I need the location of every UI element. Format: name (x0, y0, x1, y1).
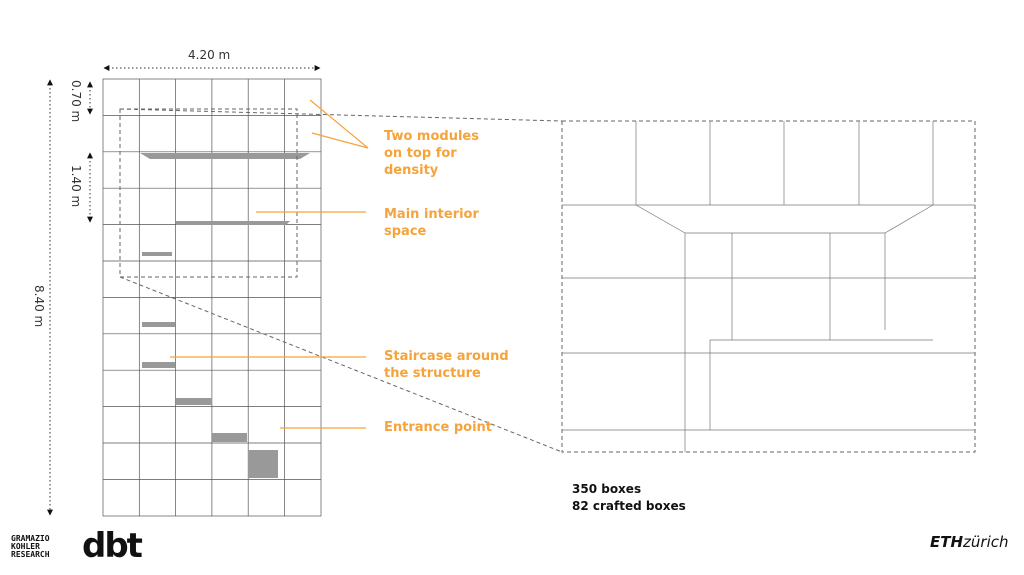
dbt-logo: dbt (82, 526, 143, 566)
height-dimension: 8.40 m (32, 285, 46, 328)
grid-line (884, 204, 934, 234)
top-module-dimension: 0.70 m (69, 80, 83, 123)
gramazio-kohler-logo: GRAMAZIO KOHLER RESEARCH (11, 534, 50, 559)
eth-rest: zürich (963, 533, 1009, 551)
shaded-treads (140, 153, 310, 478)
eth-zurich-logo: ETHzürich (930, 533, 1009, 551)
stats: 350 boxes 82 crafted boxes (572, 481, 686, 515)
zoom-region (119, 108, 976, 453)
structure-elevation (102, 78, 322, 517)
width-dimension: 4.20 m (188, 48, 231, 62)
interior-dimension: 1.40 m (69, 165, 83, 208)
dimension-lines (47, 65, 321, 516)
annotation-entrance: Entrance point (384, 420, 492, 435)
annotation-top-modules: Two modules on top for density (384, 129, 479, 178)
annotation-interior: Main interior space (384, 207, 479, 239)
box-count: 350 boxes (572, 482, 642, 496)
crafted-count: 82 crafted boxes (572, 499, 686, 513)
grid-line (635, 204, 686, 234)
zoomed-interior-view (562, 121, 975, 452)
eth-bold: ETH (930, 533, 964, 551)
annotation-staircase: Staircase around the structure (384, 349, 509, 381)
callout-lines (170, 99, 369, 429)
